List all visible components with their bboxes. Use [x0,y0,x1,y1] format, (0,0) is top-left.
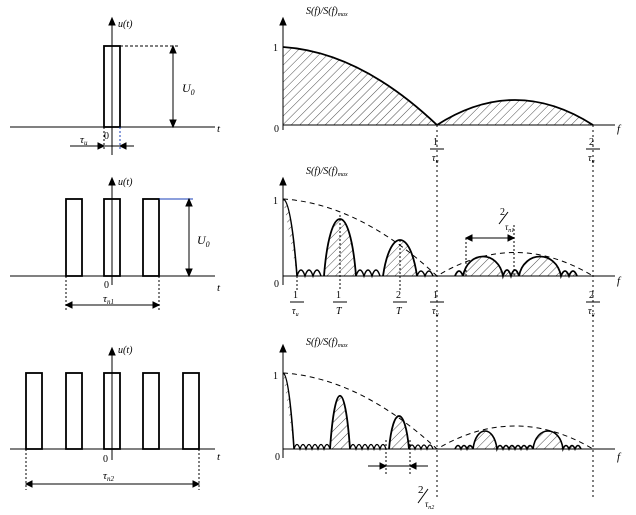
arrow-icon [279,176,287,186]
arrow-icon [152,301,161,309]
f-axis-label: f [617,451,622,463]
svg-text:2: 2 [500,207,505,218]
svg-text:2: 2 [589,137,594,148]
ripple [293,443,434,452]
arrow-icon [279,16,287,26]
svg-text:τп2: τп2 [425,499,434,511]
zero-label: 0 [103,454,108,465]
tau-n2-label: τп2 [103,470,114,483]
svg-text:1: 1 [293,290,298,301]
arrow-icon [108,346,116,356]
arrow-icon [169,44,177,54]
svg-text:τп1: τп1 [505,222,514,234]
one-tick: 1 [273,371,278,382]
time-panel-2 [10,176,215,310]
zero-label: 0 [275,452,280,463]
pulse [142,372,160,450]
svg-text:1: 1 [433,137,438,148]
svg-text:τu: τu [588,153,595,165]
arrow-icon [464,234,473,242]
zero-label: 0 [104,131,109,142]
svg-text:τu: τu [432,306,439,318]
pulse [142,198,160,277]
t-axis-label: t [217,282,221,294]
f-axis-label: f [617,123,622,135]
arrow-icon [108,176,116,186]
arrow-icon [185,268,193,278]
time-panel-3 [10,346,215,490]
svg-text:2: 2 [418,484,424,496]
svg-text:T: T [336,306,343,317]
arrow-icon [64,301,73,309]
tick-1-over-T: 1 T [333,290,347,317]
lobe-3 [454,430,582,453]
tick-1-over-tau: 1 τu [430,137,444,165]
svg-text:1: 1 [433,290,438,301]
tick-2-over-tau-b: 2 τu [586,290,600,318]
svg-text:τu: τu [588,306,595,318]
f-axis-label: f [617,275,622,287]
s-ratio-label: S(f)/S(f)max [306,166,348,178]
tick-1-over-tau-b: 1 τu [430,290,444,318]
arrow-icon [408,462,417,470]
arrow-icon [118,142,127,150]
pulse [103,372,121,450]
arrow-icon [507,234,516,242]
arrow-icon [279,343,287,353]
t-axis-label: t [217,123,221,135]
arrow-icon [108,16,116,26]
pulse [25,372,43,450]
pulse [103,45,121,128]
arrow-icon [379,462,388,470]
tick-2-over-tau: 2 τu [586,137,600,165]
main-lobe [282,372,295,450]
u-t-label: u(t) [118,19,133,30]
arrow-icon [97,142,106,150]
lobe-1-over-T [329,395,351,450]
zero-label: 0 [274,124,279,135]
time-panel-1 [10,16,215,155]
amplitude-label: U0 [182,81,195,97]
svg-text:2: 2 [396,290,401,301]
s-ratio-label: S(f)/S(f)max [306,6,348,18]
tau-label: τu [80,134,88,147]
tick-2-over-T: 2 T [393,290,407,317]
pulse [182,372,200,450]
lobe-3 [454,255,578,280]
tick-1-over-tau-s2: 1 τu [290,290,304,318]
arrow-icon [192,480,201,488]
main-lobe [282,198,298,277]
pulse [103,198,121,277]
arrow-icon [169,119,177,129]
lobe-2-over-T [388,415,410,450]
tau-n1-label: τп1 [103,293,114,306]
s-ratio-label: S(f)/S(f)max [306,337,348,349]
tick-2-over-tau-n1: 2 τп1 [498,207,514,234]
spectrum-panel-2 [279,176,615,290]
t-axis-label: t [217,451,221,463]
svg-text:τu: τu [292,306,299,318]
zero-label: 0 [104,280,109,291]
amplitude-label: U0 [197,233,210,249]
svg-text:τu: τu [432,153,439,165]
main-lobe-fill [283,47,437,125]
pulse [65,372,83,450]
spectrum-panel-1 [279,16,615,500]
svg-text:T: T [396,306,403,317]
one-tick: 1 [273,196,278,207]
svg-text:1: 1 [336,290,341,301]
spectrum-panel-3 [279,343,615,475]
tick-2-over-tau-n2: 2 τп2 [417,484,434,511]
u-t-label: u(t) [118,177,133,188]
zero-label: 0 [274,279,279,290]
pulse [65,198,83,277]
arrow-icon [24,480,33,488]
u-t-label: u(t) [118,345,133,356]
svg-text:2: 2 [589,290,594,301]
arrow-icon [185,197,193,207]
one-tick: 1 [273,43,278,54]
